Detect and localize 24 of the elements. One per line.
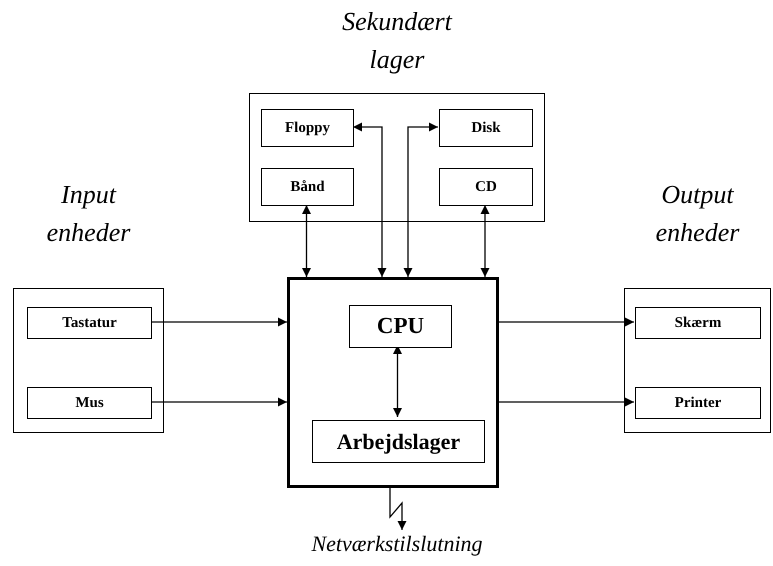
group-heading: Output enheder [654, 179, 740, 249]
component-box: Tastatur [27, 307, 152, 339]
arrow [302, 205, 311, 277]
component-box: Printer [635, 387, 761, 419]
arrow [151, 318, 287, 326]
group-heading: Sekundært lager [341, 6, 454, 76]
network-label: Netværkstilslutning [311, 530, 483, 558]
arrow [353, 122, 386, 277]
arrow [480, 205, 490, 277]
arrow [151, 398, 287, 406]
component-box: Disk [439, 109, 533, 147]
arrow [404, 122, 438, 277]
component-box: CPU [349, 305, 452, 348]
component-box: Bånd [261, 168, 354, 206]
group-heading: Input enheder [46, 179, 132, 249]
component-box: Arbejdslager [312, 420, 485, 463]
computer-box [287, 277, 499, 488]
component-box: Floppy [261, 109, 354, 147]
arrow [389, 488, 406, 530]
component-box: Mus [27, 387, 152, 419]
arrow [499, 398, 634, 406]
component-box: CD [439, 168, 533, 206]
arrow [499, 318, 634, 326]
component-box: Skærm [635, 307, 761, 339]
